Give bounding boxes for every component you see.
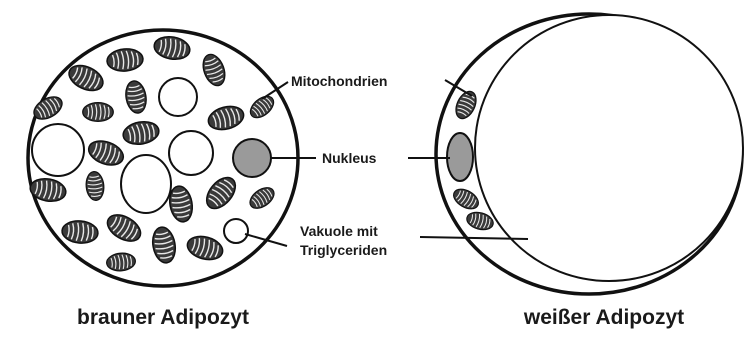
- white-adipocyte: [436, 14, 743, 294]
- vacuole-icon: [32, 124, 84, 176]
- nucleus-icon: [447, 133, 473, 181]
- vacuole-icon: [159, 78, 197, 116]
- label-nucleus: Nukleus: [322, 150, 377, 166]
- caption-brown-adipocyte: brauner Adipozyt: [77, 306, 249, 329]
- mitochondrion-icon: [83, 103, 114, 122]
- caption-white-adipocyte: weißer Adipozyt: [523, 306, 684, 329]
- vacuole-icon: [121, 155, 171, 213]
- label-mitochondria: Mitochondrien: [291, 73, 387, 89]
- vacuole-icon: [169, 131, 213, 175]
- label-vacuole-line1: Vakuole mit: [300, 223, 378, 239]
- brown-adipocyte: [28, 30, 298, 286]
- white-lipid-droplet: [475, 15, 743, 281]
- vacuole-icon: [224, 219, 248, 243]
- nucleus-icon: [233, 139, 271, 177]
- label-vacuole-line2: Triglyceriden: [300, 242, 387, 258]
